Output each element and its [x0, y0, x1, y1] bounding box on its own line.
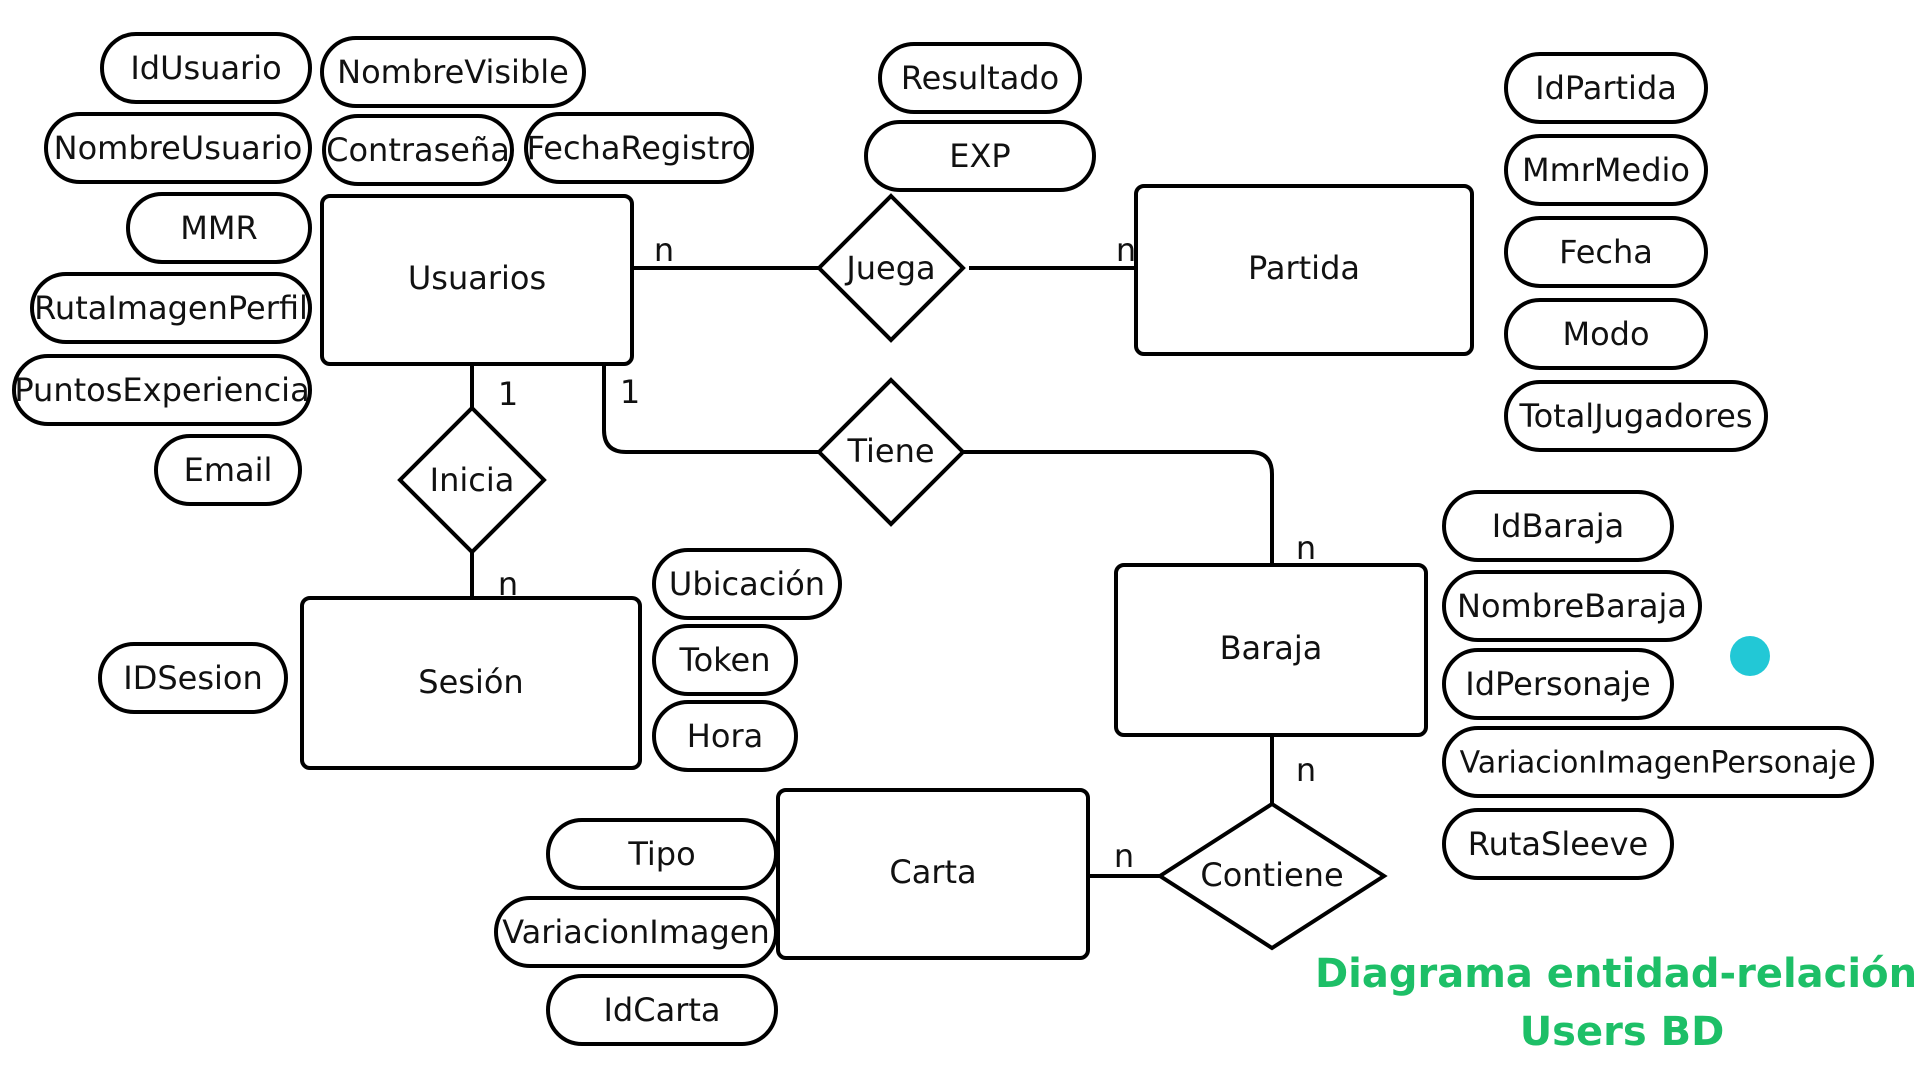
attribute-idbaraja: IdBaraja: [1492, 507, 1625, 545]
cardinality-partida-juega: n: [1116, 231, 1136, 269]
entity-sesion: Sesión: [300, 596, 642, 770]
attribute-mmr: MMR: [180, 209, 257, 247]
relationship-contiene-label: Contiene: [1200, 856, 1343, 894]
entity-sesion-label: Sesión: [418, 663, 523, 701]
cardinality-usuarios-juega: n: [654, 231, 674, 269]
entity-partida: Partida: [1134, 184, 1474, 356]
attribute-token: Token: [678, 641, 770, 679]
attribute-modo: Modo: [1562, 315, 1649, 353]
entity-baraja-label: Baraja: [1220, 629, 1323, 667]
relationship-inicia: Inicia: [397, 405, 547, 555]
attribute-nombrevisible: NombreVisible: [337, 53, 569, 91]
attribute-ubicacion: Ubicación: [669, 565, 825, 603]
attribute-tipo: Tipo: [627, 835, 695, 873]
entity-usuarios-label: Usuarios: [408, 259, 546, 297]
cardinality-baraja-contiene: n: [1296, 751, 1316, 789]
relationship-juega-label: Juega: [844, 249, 935, 287]
attributes-baraja: IdBaraja NombreBaraja IdPersonaje Variac…: [1442, 490, 1874, 880]
cardinality-carta-contiene: n: [1114, 837, 1134, 875]
attributes-carta: Tipo VariacionImagen IdCarta: [494, 818, 778, 1046]
attribute-totaljugadores: TotalJugadores: [1518, 397, 1752, 435]
attribute-contrasena: Contraseña: [326, 131, 510, 169]
attribute-fecha: Fecha: [1559, 233, 1653, 271]
cardinality-usuarios-tiene: 1: [620, 373, 640, 411]
attribute-rutaimagenperfil: RutaImagenPerfil: [34, 289, 308, 327]
attribute-fecharegistro: FechaRegistro: [527, 129, 752, 167]
attributes-partida: IdPartida MmrMedio Fecha Modo TotalJugad…: [1504, 52, 1768, 452]
cardinality-baraja-tiene: n: [1296, 529, 1316, 567]
edge-tiene-baraja: [964, 450, 1274, 565]
relationship-juega: Juega: [816, 193, 966, 343]
entity-carta-label: Carta: [889, 853, 976, 891]
relationship-contiene: Contiene: [1156, 801, 1388, 951]
entity-usuarios: Usuarios: [320, 194, 634, 366]
edge-usuarios-tiene: [602, 365, 822, 454]
attribute-email: Email: [184, 451, 273, 489]
attribute-hora: Hora: [687, 717, 763, 755]
accent-dot: [1730, 636, 1770, 676]
attribute-exp: EXP: [949, 137, 1010, 175]
attribute-puntosexperiencia: PuntosExperiencia: [14, 371, 309, 409]
attributes-usuarios: IdUsuario NombreVisible NombreUsuario Co…: [12, 32, 754, 506]
title-line-1: Diagrama entidad-relación: [1315, 951, 1917, 997]
attribute-resultado: Resultado: [901, 59, 1059, 97]
attribute-idsesion: IDSesion: [123, 659, 263, 697]
relationship-tiene-label: Tiene: [846, 432, 934, 470]
entity-partida-label: Partida: [1248, 249, 1360, 287]
connection-lines: [470, 266, 1274, 878]
title-line-2: Users BD: [1520, 1009, 1725, 1055]
attribute-nombreusuario: NombreUsuario: [54, 129, 303, 167]
attribute-rutasleeve: RutaSleeve: [1468, 825, 1648, 863]
cardinality-usuarios-inicia: 1: [498, 375, 518, 413]
attribute-mmrmedio: MmrMedio: [1522, 151, 1690, 189]
attributes-sesion: IDSesion Ubicación Token Hora: [98, 548, 842, 772]
attribute-variacionimagenpersonaje: VariacionImagenPersonaje: [1460, 746, 1857, 781]
diagram-title: Diagrama entidad-relación Users BD: [1315, 951, 1917, 1055]
relationship-inicia-label: Inicia: [430, 461, 515, 499]
attribute-variacionimagen: VariacionImagen: [502, 913, 770, 951]
entity-baraja: Baraja: [1114, 563, 1428, 737]
attribute-idcarta: IdCarta: [603, 991, 720, 1029]
entity-carta: Carta: [776, 788, 1090, 960]
cardinality-sesion-inicia: n: [498, 565, 518, 603]
attribute-idusuario: IdUsuario: [130, 49, 281, 87]
attribute-idpersonaje: IdPersonaje: [1465, 665, 1650, 703]
attributes-juega: Resultado EXP: [864, 42, 1096, 192]
relationship-tiene: Tiene: [816, 377, 966, 527]
cardinalities: n n 1 n 1 n n n: [498, 231, 1316, 875]
attribute-nombrebaraja: NombreBaraja: [1457, 587, 1687, 625]
attribute-idpartida: IdPartida: [1535, 69, 1677, 107]
